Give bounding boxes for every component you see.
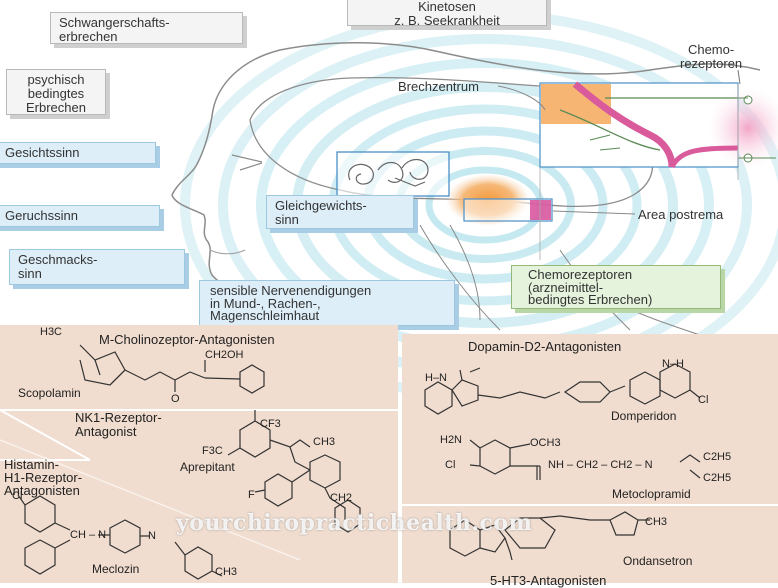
chem-h3c: H3C <box>40 326 63 338</box>
title-histamine: Histamin- H1-Rezeptor- Antagonisten <box>4 457 83 498</box>
label-vomiting-center: Brechzentrum <box>398 79 479 94</box>
box-pregnancy-vomiting: Schwangerschafts- erbrechen <box>50 12 243 44</box>
box-nerve-endings: sensible Nervenendigungen in Mund-, Rach… <box>199 280 455 326</box>
box-balance: Gleichgewichts- sinn <box>266 195 414 229</box>
chem-ch2oh: CH2OH <box>205 349 244 361</box>
title-nk1: NK1-Rezeptor- Antagonist <box>75 410 162 439</box>
metoclopramide-structure <box>469 439 701 480</box>
chem-och3: OCH3 <box>530 437 561 449</box>
chem-f: F <box>248 489 255 501</box>
watermark: yourchiropractichealth.com <box>176 510 533 536</box>
scopolamine-structure <box>79 344 265 394</box>
drug-domperidone: Domperidon <box>611 409 677 423</box>
label-chemoreceptors: Chemo- rezeptoren <box>680 42 743 71</box>
title-dopamine: Dopamin-D2-Antagonisten <box>468 339 622 354</box>
chem-nh: N–H <box>662 358 685 370</box>
drug-metoclopramide: Metoclopramid <box>612 487 691 501</box>
chem-f3c: F3C <box>202 445 223 457</box>
chem-o: O <box>171 393 180 405</box>
box-smell: Geruchssinn <box>0 205 160 227</box>
box-psychic-vomiting: psychisch bedingtes Erbrechen <box>6 69 106 115</box>
panel-left <box>0 325 398 583</box>
label-area-postrema: Area postrema <box>638 207 724 222</box>
chem-cl-meclozine: Cl <box>12 490 23 502</box>
panel-right <box>402 334 778 583</box>
chem-ch3-ondansetron: CH3 <box>645 516 668 528</box>
chem-ch3-meclozine: CH3 <box>215 566 238 578</box>
inner-ear-icon <box>348 159 429 187</box>
domperidone-structure <box>424 363 701 415</box>
drug-ondansetron: Ondansetron <box>623 554 693 568</box>
drug-scopolamine: Scopolamin <box>18 386 81 400</box>
chem-cl-domperidone: Cl <box>698 394 709 406</box>
chem-cf3: CF3 <box>260 418 281 430</box>
meclozine-structure <box>17 494 223 580</box>
chem-ch3-aprepitant: CH3 <box>313 436 336 448</box>
chem-h2n: H2N <box>440 434 463 446</box>
ondansetron-structure <box>449 511 650 561</box>
chem-c2h5-bottom: C2H5 <box>703 472 732 484</box>
inner-ear-frame <box>336 151 450 197</box>
box-chemoreceptors-drug: Chemorezeptoren (arzneimittel- bedingtes… <box>511 265 721 309</box>
drug-aprepitant: Aprepitant <box>180 460 235 474</box>
title-m-cholino: M-Cholinozeptor-Antagonisten <box>99 332 275 347</box>
aprepitant-structure <box>227 410 361 533</box>
drug-meclozine: Meclozin <box>92 562 140 576</box>
chem-nh-chain: NH – CH2 – CH2 – N <box>548 459 653 471</box>
chem-n-meclozine: N <box>148 530 156 542</box>
chem-ch2: CH2 <box>330 492 353 504</box>
box-kinetosis: Kinetosen z. B. Seekrankheit <box>347 0 547 28</box>
chem-ch-n: CH – N <box>70 529 107 541</box>
chem-hn: H–N <box>425 372 448 384</box>
box-taste: Geschmacks- sinn <box>9 249 185 285</box>
head-outline <box>171 41 761 331</box>
chem-cl-metoclopramide: Cl <box>445 459 456 471</box>
chem-c2h5-top: C2H5 <box>703 451 732 463</box>
box-vision: Gesichtssinn <box>0 142 156 164</box>
